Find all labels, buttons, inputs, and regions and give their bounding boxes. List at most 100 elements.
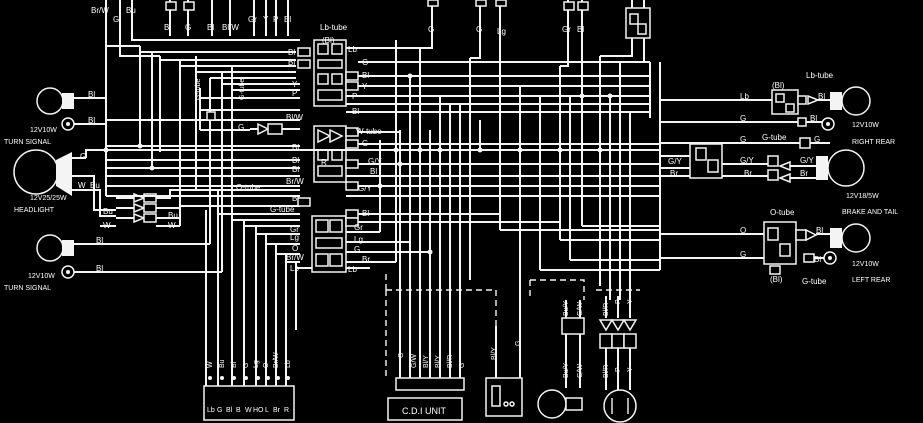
- r-label-gy: G/Y: [668, 157, 682, 166]
- tsf-rating: 12V10W: [30, 127, 57, 134]
- d-label-bl3: Bl: [370, 167, 377, 176]
- r-label-gy3: G/Y: [800, 156, 814, 165]
- r-label-lb: Lb: [740, 92, 749, 101]
- center-connector-lower: [297, 181, 359, 273]
- m-label-y2: Y: [627, 367, 634, 372]
- term-4: B: [236, 407, 241, 414]
- right-rear-title: RIGHT REAR: [852, 139, 895, 146]
- turn-signal-left-rear-right: [660, 221, 871, 275]
- r-label-o: O: [740, 226, 746, 235]
- center-label-bl4: Bl: [292, 156, 299, 165]
- hl-label-w: W: [78, 181, 86, 190]
- center-connector-middle: [313, 125, 359, 183]
- top-label-bu: Bu: [126, 6, 136, 15]
- lb-tube-right-label: Lb-tube: [806, 71, 834, 80]
- d-label-g: G: [362, 58, 368, 67]
- center-label-bl2: Bl: [288, 58, 295, 67]
- term-2: G: [217, 407, 222, 414]
- tsf-label-bl2: Bl: [88, 116, 95, 125]
- d-label-y: Y: [362, 82, 368, 91]
- d-label-bl2: Bl: [352, 107, 359, 116]
- center-label-lb: Lb: [290, 264, 299, 273]
- d-label-bl: Bl: [362, 71, 369, 80]
- m-label-gw2: G/W: [577, 364, 584, 378]
- term-7: L: [265, 407, 269, 414]
- top-wire-drops: [105, 10, 645, 70]
- center-label-bl5: Bl: [292, 165, 299, 174]
- cdi-label-bly3: Bl/Y: [491, 347, 498, 360]
- bot-label-lb: Lb: [285, 360, 292, 368]
- m-label-buy: Bu/Y: [563, 300, 570, 316]
- center-label-brw: Br/W: [286, 177, 304, 186]
- r-label-gy2: G/Y: [740, 156, 754, 165]
- d-label-gr: Gr: [354, 223, 363, 232]
- turn-signal-left-front: [36, 87, 106, 131]
- r-bl-paren-3: (Bl): [770, 275, 783, 284]
- o-tube-right-label: O-tube: [770, 208, 795, 217]
- bot-label-bl: Bl: [231, 361, 238, 368]
- bottom-terminal-block: [203, 330, 295, 421]
- top-label-bl4: Bl: [577, 25, 584, 34]
- r-bl-paren: (Bl): [772, 81, 785, 90]
- bot-label-o: O: [263, 362, 270, 368]
- center-bus: [106, 40, 661, 340]
- left-label-g: G: [238, 123, 244, 132]
- m-label-p: P: [615, 299, 622, 304]
- m-label-p2: P: [615, 367, 622, 372]
- center-label-bl6: Bl: [292, 194, 299, 203]
- center-label-o: O: [292, 244, 298, 253]
- top-label-gr: Gr: [248, 15, 257, 24]
- left-rear-rating: 12V10W: [852, 261, 879, 268]
- headlight-connectors: [84, 149, 200, 227]
- g-tube-center-label: G-tube: [195, 78, 202, 100]
- r-label-bl4: Bl: [814, 255, 821, 264]
- r-label-bl2: Bl: [810, 114, 817, 123]
- hl-rating: 12V25/25W: [30, 195, 67, 202]
- m-label-buy2: Bu/Y: [563, 362, 570, 378]
- term-6: HO: [253, 407, 264, 414]
- bot-label-w: W: [207, 361, 214, 368]
- center-label-brw2: Br/W: [286, 253, 304, 262]
- left-harness: [105, 45, 312, 330]
- tsf-title: TURN SIGNAL: [4, 139, 51, 146]
- top-label-bl2: Bl: [207, 23, 214, 32]
- m-label-y: Y: [627, 299, 634, 304]
- d-label-lg: Lg: [354, 235, 363, 244]
- g-tube-lower-label: G-tube: [270, 205, 295, 214]
- d-label-br2: Br: [362, 255, 370, 264]
- d-label-gy2: G/Y: [358, 184, 372, 193]
- center-label-blw: Bl/W: [286, 113, 303, 122]
- r-label-br: Br: [670, 169, 678, 178]
- brake-tail-light: [660, 137, 865, 187]
- top-label-gr2: Gr: [562, 25, 571, 34]
- cdi-label-bly2: Bl/Y: [435, 355, 442, 368]
- d-label-bl5: Bl: [362, 209, 369, 218]
- hl-label-g: G: [80, 152, 86, 161]
- cdi-label-blr: Bl/R: [447, 355, 454, 368]
- center-label-r: R: [321, 158, 327, 167]
- top-label-brw: Br/W: [91, 6, 109, 15]
- r-label-bl3: Bl: [816, 226, 823, 235]
- center-label-lg: Lg: [290, 233, 299, 242]
- d-label-g4: G: [354, 245, 360, 254]
- top-label-lg: Lg: [497, 27, 506, 36]
- turn-signal-left-rear: [36, 234, 222, 279]
- m-label-blr: Bl/R: [603, 303, 610, 316]
- turn-signal-right-front: [660, 86, 871, 131]
- lb-tube-center-label: Lb-tube: [320, 23, 348, 32]
- bot-label-g: G: [243, 363, 250, 368]
- cdi-title: C.D.I UNIT: [402, 406, 447, 416]
- term-1: Lb: [207, 407, 215, 414]
- left-rear-title: LEFT REAR: [852, 277, 890, 284]
- r-label-br2: Br: [744, 169, 752, 178]
- o-tube-center-label: O-tube: [236, 183, 261, 192]
- d-label-lb: Lb: [348, 45, 357, 54]
- term-3: Bl: [226, 407, 233, 414]
- g-tube-right-low-label: G-tube: [802, 277, 827, 286]
- center-label-p: P: [292, 89, 297, 98]
- r-label-br3: Br: [800, 169, 808, 178]
- hl-label-bu3: Bu: [168, 211, 178, 220]
- center-label-bl3: Bl: [292, 143, 299, 152]
- top-wire-bundle: [105, 0, 651, 39]
